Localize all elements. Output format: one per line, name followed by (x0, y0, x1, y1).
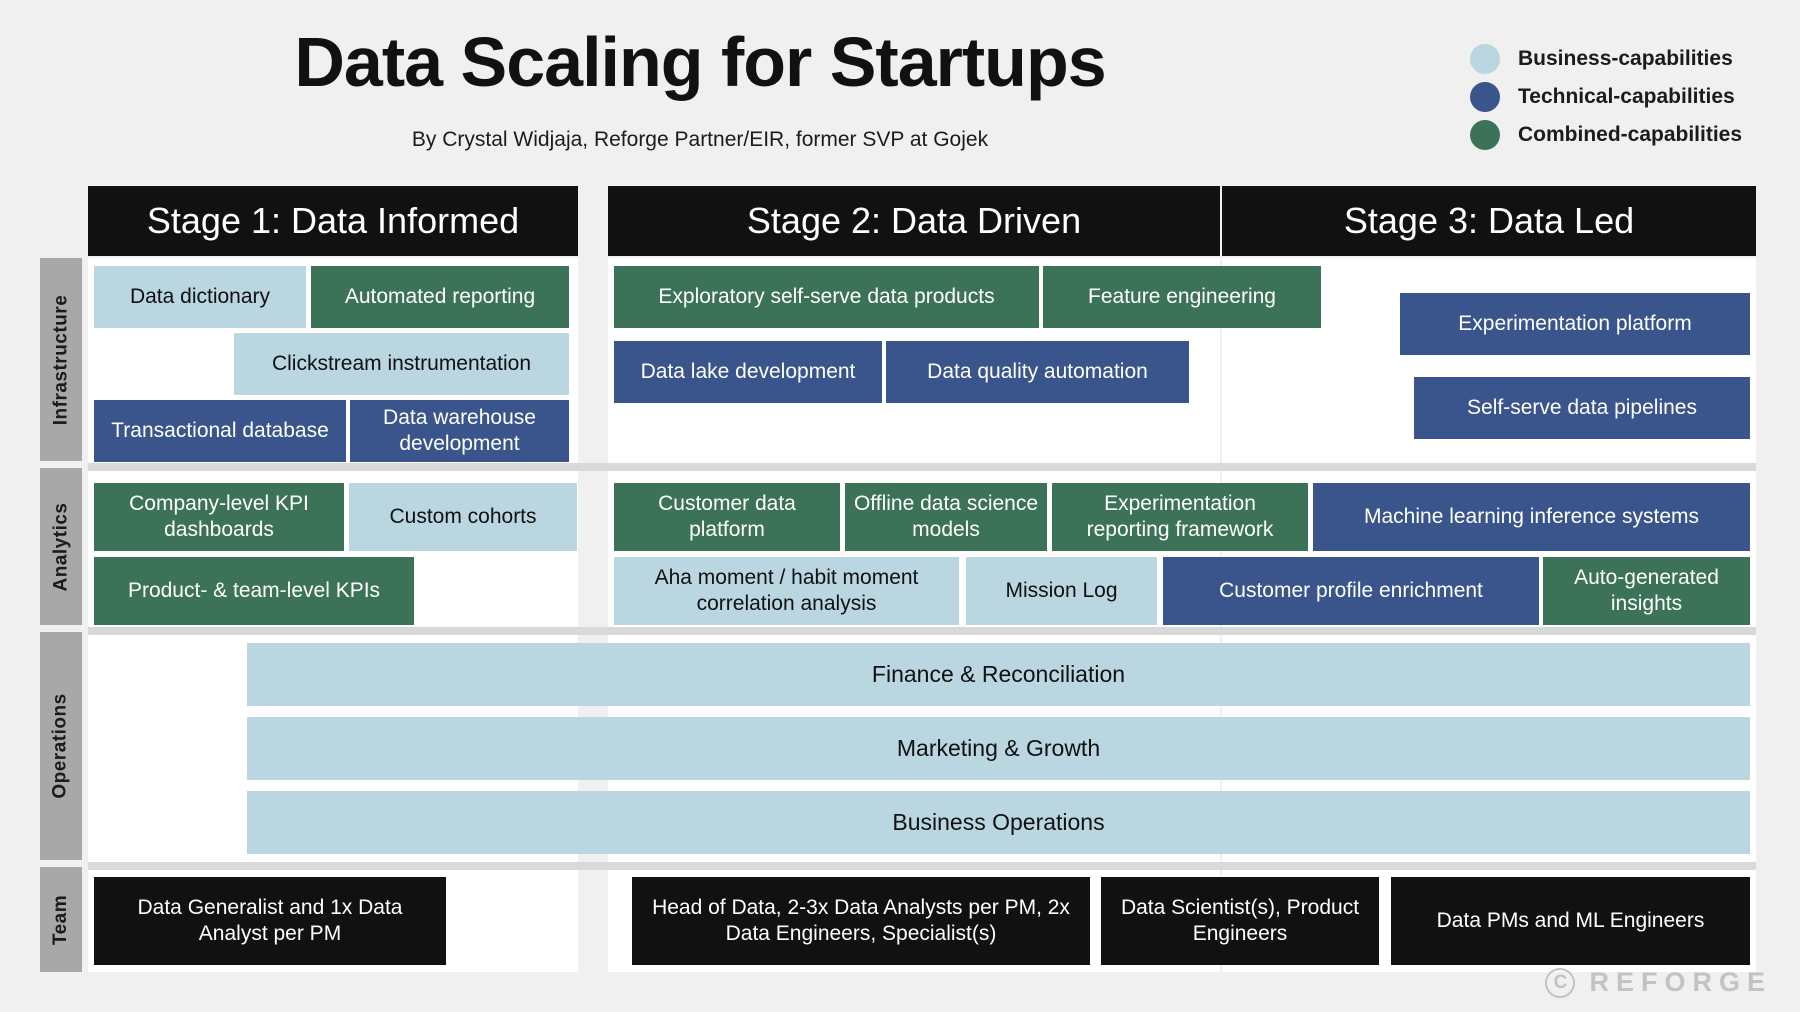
capability-box[interactable]: Finance & Reconciliation (247, 643, 1750, 706)
legend: Business-capabilities Technical-capabili… (1470, 40, 1790, 154)
legend-item-combined: Combined-capabilities (1470, 116, 1790, 154)
stage-2-header: Stage 2: Data Driven (608, 186, 1220, 256)
row-label-infrastructure: Infrastructure (40, 258, 82, 461)
capability-box[interactable]: Experimentation reporting framework (1052, 483, 1308, 551)
page-subtitle: By Crystal Widjaja, Reforge Partner/EIR,… (411, 128, 989, 151)
stage-header-label: Stage 3: Data Led (1343, 200, 1635, 241)
capability-box[interactable]: Custom cohorts (349, 483, 577, 551)
row-label-analytics: Analytics (40, 468, 82, 625)
capability-box[interactable]: Feature engineering (1043, 266, 1321, 328)
capability-label: Marketing & Growth (896, 735, 1101, 762)
capability-label: Finance & Reconciliation (871, 661, 1126, 688)
legend-item-business: Business-capabilities (1470, 40, 1790, 78)
capability-label: Auto-generated insights (1574, 565, 1719, 615)
capability-box[interactable]: Marketing & Growth (247, 717, 1750, 780)
capability-label: Data warehouse development (383, 405, 536, 455)
reforge-watermark: C REFORGE (1545, 967, 1772, 998)
stage-header-label: Stage 2: Data Driven (746, 200, 1082, 241)
capability-label: Experimentation reporting framework (1086, 491, 1274, 541)
capability-box[interactable]: Machine learning inference systems (1313, 483, 1750, 551)
capability-label: Machine learning inference systems (1364, 504, 1699, 528)
capability-label: Experimentation platform (1458, 311, 1692, 335)
capability-label: Clickstream instrumentation (271, 351, 532, 375)
legend-item-label: Combined-capabilities (1518, 123, 1743, 146)
team-box[interactable]: Head of Data, 2-3x Data Analysts per PM,… (632, 877, 1090, 965)
capability-box[interactable]: Customer profile enrichment (1163, 557, 1539, 625)
band-separator (88, 463, 1756, 471)
row-label-text: Infrastructure (50, 294, 71, 425)
team-label: Data PMs and ML Engineers (1436, 908, 1705, 932)
capability-label: Product- & team-level KPIs (127, 578, 381, 602)
stage-3-header: Stage 3: Data Led (1222, 186, 1756, 256)
capability-label: Data quality automation (927, 359, 1148, 383)
capability-label: Data lake development (640, 359, 856, 383)
capability-box[interactable]: Mission Log (966, 557, 1157, 625)
capability-box[interactable]: Transactional database (94, 400, 346, 462)
capability-label: Mission Log (1005, 578, 1118, 602)
capability-label: Business Operations (892, 809, 1105, 836)
capability-box[interactable]: Company-level KPI dashboards (94, 483, 344, 551)
capability-label: Offline data science models (853, 491, 1039, 541)
legend-item-technical: Technical-capabilities (1470, 78, 1790, 116)
page-title: Data Scaling for Startups (294, 23, 1106, 101)
capability-box[interactable]: Business Operations (247, 791, 1750, 854)
team-box[interactable]: Data PMs and ML Engineers (1391, 877, 1750, 965)
capability-box[interactable]: Customer data platform (614, 483, 840, 551)
stage-1-header: Stage 1: Data Informed (88, 186, 578, 256)
capability-box[interactable]: Aha moment / habit moment correlation an… (614, 557, 959, 625)
band-separator (88, 627, 1756, 635)
capability-box[interactable]: Experimentation platform (1400, 293, 1750, 355)
technical-capability-swatch (1470, 82, 1500, 112)
capability-box[interactable]: Data dictionary (94, 266, 306, 328)
row-label-text: Team (50, 894, 72, 945)
brand-label: REFORGE (1589, 967, 1772, 997)
capability-label: Transactional database (111, 418, 329, 442)
business-capability-swatch (1470, 44, 1500, 74)
team-label: Head of Data, 2-3x Data Analysts per PM,… (652, 895, 1070, 945)
capability-label: Company-level KPI dashboards (129, 491, 309, 541)
stage-header-label: Stage 1: Data Informed (146, 200, 520, 241)
capability-label: Self-serve data pipelines (1467, 395, 1697, 419)
team-box[interactable]: Data Generalist and 1x Data Analyst per … (94, 877, 446, 965)
capability-label: Customer profile enrichment (1219, 578, 1483, 602)
team-label: Data Generalist and 1x Data Analyst per … (137, 895, 403, 945)
capability-box[interactable]: Automated reporting (311, 266, 569, 328)
capability-label: Automated reporting (344, 284, 536, 308)
capability-label: Exploratory self-serve data products (658, 284, 995, 308)
capability-box[interactable]: Exploratory self-serve data products (614, 266, 1039, 328)
capability-box[interactable]: Data warehouse development (350, 400, 569, 462)
capability-label: Custom cohorts (389, 504, 537, 528)
capability-box[interactable]: Clickstream instrumentation (234, 333, 569, 395)
row-label-text: Analytics (50, 502, 72, 591)
legend-item-label: Business-capabilities (1518, 47, 1733, 70)
copyright-icon: C (1545, 967, 1576, 998)
capability-box[interactable]: Data quality automation (886, 341, 1189, 403)
capability-box[interactable]: Self-serve data pipelines (1414, 377, 1750, 439)
capability-box[interactable]: Data lake development (614, 341, 882, 403)
row-label-team: Team (40, 867, 82, 972)
band-separator (88, 862, 1756, 870)
team-box[interactable]: Data Scientist(s), Product Engineers (1101, 877, 1379, 965)
capability-label: Customer data platform (658, 491, 796, 541)
combined-capability-swatch (1470, 120, 1500, 150)
capability-box[interactable]: Auto-generated insights (1543, 557, 1750, 625)
capability-box[interactable]: Offline data science models (845, 483, 1047, 551)
legend-item-label: Technical-capabilities (1518, 85, 1735, 108)
team-label: Data Scientist(s), Product Engineers (1120, 895, 1360, 945)
capability-label: Aha moment / habit moment correlation an… (654, 565, 919, 615)
row-label-text: Operations (50, 693, 71, 799)
capability-label: Data dictionary (129, 284, 271, 308)
capability-label: Feature engineering (1088, 284, 1276, 308)
capability-box[interactable]: Product- & team-level KPIs (94, 557, 414, 625)
row-label-operations: Operations (40, 632, 82, 860)
